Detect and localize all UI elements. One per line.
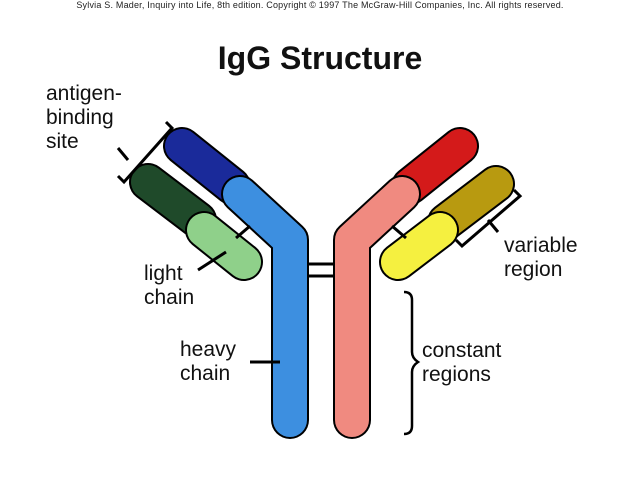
left-arm	[129, 127, 309, 439]
right-arm	[333, 127, 515, 439]
right-heavy-chain-constant	[335, 177, 419, 437]
label-constant-regions-line-2: regions	[422, 363, 491, 386]
left-heavy-chain-variable	[165, 129, 249, 203]
left-disulfide-bond	[235, 224, 251, 240]
light-chain-pointer	[197, 250, 227, 272]
label-variable-region-line-2: region	[504, 258, 562, 281]
copyright-notice: Sylvia S. Mader, Inquiry into Life, 8th …	[76, 0, 564, 10]
label-constant-regions-line-1: constant	[422, 339, 502, 362]
label-heavy-chain-line-2: chain	[180, 362, 230, 385]
label-light-chain-line-2: chain	[144, 286, 194, 309]
label-antigen-binding-line-1: antigen-	[46, 82, 122, 105]
variable-region-bracket-tick	[486, 219, 500, 233]
label-antigen-binding-line-2: binding	[46, 106, 114, 129]
label-light-chain-line-1: light	[144, 262, 183, 285]
left-heavy-chain-constant	[223, 177, 307, 437]
left-light-chain-constant	[187, 213, 261, 279]
right-heavy-chain-variable	[393, 129, 477, 203]
left-light-chain-variable-fill	[131, 165, 215, 237]
right-light-chain-variable	[429, 167, 513, 239]
label-heavy-chain-line-1: heavy	[180, 338, 237, 361]
diagram-title: IgG Structure	[217, 40, 423, 76]
variable-region-bracket	[454, 188, 523, 249]
label-antigen-binding-line-3: site	[46, 130, 79, 153]
right-light-chain-constant	[381, 213, 457, 279]
antigen-binding-bracket	[116, 120, 175, 185]
label-variable-region-line-1: variable	[504, 234, 578, 257]
right-disulfide-bond	[391, 224, 407, 240]
constant-regions-bracket	[403, 290, 421, 436]
antigen-binding-bracket-tick	[116, 147, 130, 161]
